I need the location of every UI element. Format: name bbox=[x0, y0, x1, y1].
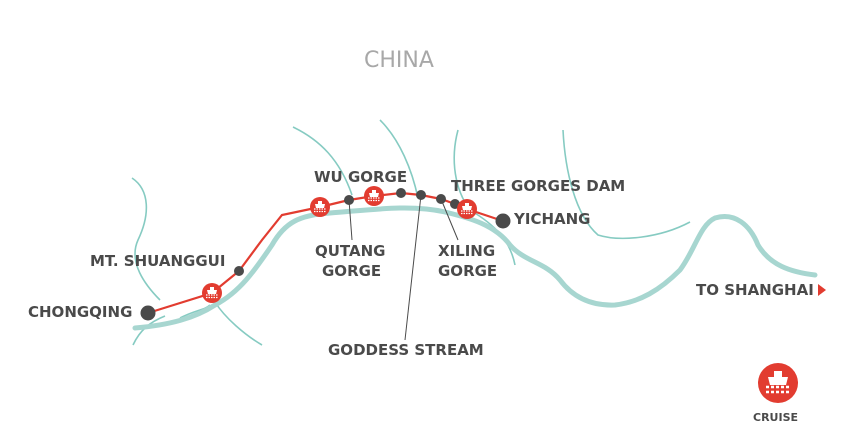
label-qutang-1: QUTANG bbox=[315, 242, 386, 260]
leader-lines bbox=[348, 194, 459, 341]
country-label: CHINA bbox=[364, 48, 434, 73]
label-chongqing: CHONGQING bbox=[28, 303, 133, 321]
ship-icon bbox=[363, 185, 385, 207]
ship-icon bbox=[201, 282, 223, 304]
stop-goddess bbox=[416, 190, 426, 200]
label-wu-gorge: WU GORGE bbox=[314, 168, 408, 186]
stop-shuanggui bbox=[234, 266, 244, 276]
label-shuanggui: MT. SHUANGGUI bbox=[90, 252, 226, 270]
ship-icon bbox=[456, 198, 478, 220]
stop-xiling bbox=[436, 194, 446, 204]
label-three-gorges: THREE GORGES DAM bbox=[451, 177, 626, 195]
stops bbox=[140, 188, 511, 321]
label-qutang-2: GORGE bbox=[322, 262, 382, 280]
label-shanghai: TO SHANGHAI bbox=[696, 281, 814, 299]
tributaries bbox=[131, 119, 691, 346]
legend-cruise-label: CRUISE bbox=[753, 411, 799, 424]
label-xiling-2: GORGE bbox=[438, 262, 498, 280]
arrow-right-icon bbox=[818, 284, 826, 296]
city-chongqing bbox=[140, 305, 156, 321]
label-goddess: GODDESS STREAM bbox=[328, 341, 484, 359]
label-yichang: YICHANG bbox=[514, 210, 591, 228]
label-xiling-1: XILING bbox=[438, 242, 496, 260]
city-yichang bbox=[495, 213, 511, 229]
ship-icon bbox=[309, 196, 331, 218]
stop-qutang bbox=[344, 195, 354, 205]
yangtze-river bbox=[132, 205, 818, 331]
cruise-legend-icon bbox=[756, 361, 800, 405]
